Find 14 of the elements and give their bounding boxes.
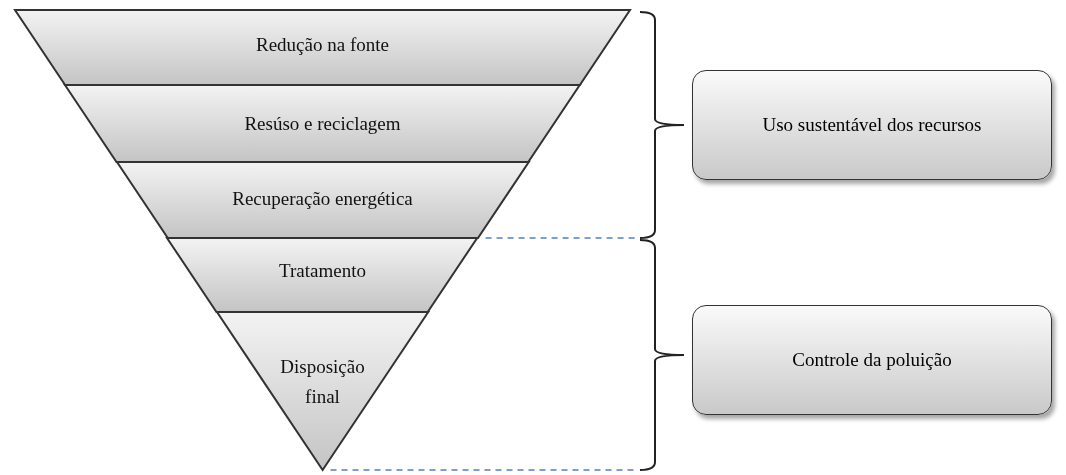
- band-label: Resúso e reciclagem: [243, 113, 402, 135]
- rounded-box: [692, 70, 1052, 180]
- box-label: Uso sustentável dos recursos: [761, 112, 983, 137]
- box-label: Controle da poluição: [791, 347, 953, 372]
- pyramid-band: [116, 162, 529, 238]
- pyramid-band: [15, 10, 630, 85]
- pyramid-band: [167, 238, 478, 312]
- pyramid-band: [65, 85, 580, 162]
- band-label: Redução na fonte: [255, 34, 390, 56]
- band-label: Disposição final: [279, 355, 366, 410]
- pyramid-band: [216, 312, 429, 470]
- rounded-box: [692, 305, 1052, 415]
- band-label: Tratamento: [278, 260, 367, 282]
- band-label: Recuperação energética: [231, 188, 414, 210]
